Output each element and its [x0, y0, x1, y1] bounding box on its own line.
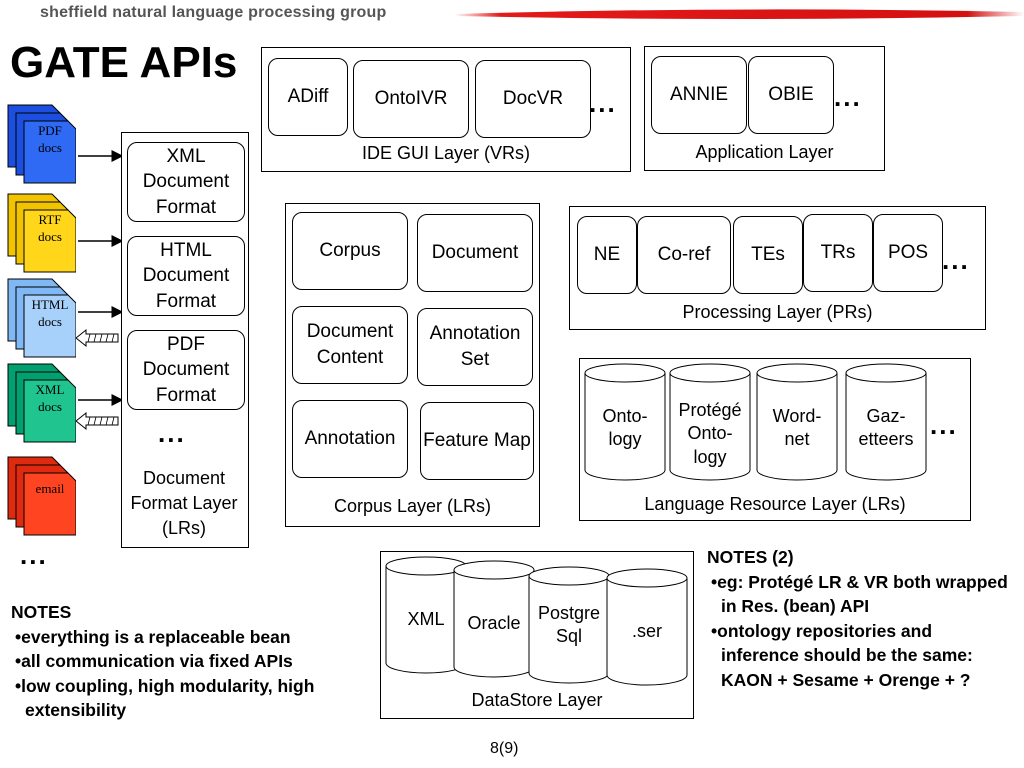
cylinder-label: .ser	[631, 621, 662, 641]
ide-adiff: ADiff	[268, 58, 348, 136]
lr-layer-label: Language Resource Layer (LRs)	[644, 494, 906, 514]
database-cylinder: Postgre Sql	[528, 566, 610, 684]
document-stack-icon	[7, 193, 77, 273]
notes-right-item: •eg: Protégé LR & VR both wrapped in Res…	[711, 571, 1008, 617]
notes-right: NOTES (2) •eg: Protégé LR & VR both wrap…	[707, 545, 1017, 692]
notes-right-heading: NOTES (2)	[707, 547, 794, 567]
database-cylinder: Gaz- etteers	[845, 363, 927, 481]
document-stack: RTF docs	[6, 192, 77, 279]
document-stack: email	[6, 455, 77, 542]
notes-right-item: •ontology repositories and inference sho…	[711, 620, 973, 690]
pr-ellipsis: ...	[942, 245, 970, 275]
notes-left-heading: NOTES	[11, 602, 72, 622]
document-stack-label: email	[35, 481, 65, 496]
document-stack: HTML docs	[6, 277, 77, 364]
ide-ellipsis: ...	[589, 88, 617, 118]
hatched-arrow-xml	[75, 411, 119, 431]
notes-left-item: •everything is a replaceable bean	[15, 626, 291, 647]
datastore-layer-label: DataStore Layer	[471, 690, 603, 710]
cylinder-shape	[385, 556, 467, 674]
database-cylinder: XML	[385, 556, 467, 674]
processing-layer-label: Processing Layer (PRs)	[682, 302, 873, 322]
format-xml: XML Document Format	[127, 142, 245, 222]
cylinder-label: Postgre Sql	[537, 603, 601, 647]
doc-arrows	[75, 150, 124, 431]
corpus-annotation-set: Annotation Set	[417, 308, 533, 386]
app-ellipsis: ...	[834, 82, 862, 112]
corpus-document: Document	[417, 214, 533, 292]
document-stack-icon	[7, 363, 77, 443]
doc-ellipsis: ...	[20, 540, 48, 570]
database-cylinder: .ser	[606, 568, 688, 686]
ide-ontoivr: OntoIVR	[353, 60, 469, 138]
cylinder-label: Oracle	[467, 613, 521, 633]
page-number: 8(9)	[490, 740, 519, 757]
corpus-layer-label: Corpus Layer (LRs)	[333, 496, 492, 516]
ide-docvr: DocVR	[475, 60, 591, 138]
cylinder-label: Protégé Onto- logy	[678, 400, 742, 467]
header-org: sheffield natural language processing gr…	[40, 4, 387, 21]
pr-coref: Co-ref	[637, 216, 731, 294]
document-stack-label: HTML docs	[31, 297, 69, 329]
cylinder-shape	[584, 363, 666, 481]
database-cylinder: Oracle	[453, 560, 535, 678]
ide-layer-label: IDE GUI Layer (VRs)	[361, 143, 531, 163]
cylinder-shape	[669, 363, 751, 481]
cylinder-shape	[606, 568, 688, 686]
corpus-corpus: Corpus	[292, 212, 408, 290]
cylinder-label: Onto- logy	[602, 406, 648, 450]
format-layer-label: Document Format Layer (LRs)	[130, 468, 238, 539]
cylinder-shape	[453, 560, 535, 678]
document-stack-label: RTF docs	[38, 212, 62, 244]
page-title: GATE APIs	[10, 38, 238, 87]
document-stack-label: PDF docs	[38, 123, 62, 155]
document-stack: PDF docs	[6, 103, 77, 190]
lr-ellipsis: ...	[930, 410, 958, 440]
cylinder-shape	[845, 363, 927, 481]
cylinder-shape	[528, 566, 610, 684]
database-cylinder: Word- net	[756, 363, 838, 481]
document-stack: XML docs	[6, 362, 77, 449]
pr-ne: NE	[577, 216, 637, 294]
app-annie: ANNIE	[651, 56, 747, 134]
corpus-feature-map: Feature Map	[420, 402, 534, 480]
database-cylinder: Onto- logy	[584, 363, 666, 481]
document-stack-icon	[7, 278, 77, 358]
format-html: HTML Document Format	[127, 236, 245, 316]
cylinder-shape	[756, 363, 838, 481]
document-stack-label: XML docs	[35, 382, 65, 414]
corpus-document-content: Document Content	[292, 306, 408, 384]
pr-pos: POS	[873, 214, 943, 292]
database-cylinder: Protégé Onto- logy	[669, 363, 751, 481]
notes-left: NOTES •everything is a replaceable bean …	[11, 600, 381, 723]
app-obie: OBIE	[748, 56, 834, 134]
cylinder-label: Word- net	[772, 406, 822, 450]
document-stack-icon	[7, 456, 77, 536]
document-stack-icon	[7, 104, 77, 184]
notes-left-item: •low coupling, high modularity, high ext…	[15, 675, 315, 721]
pr-trs: TRs	[803, 214, 873, 292]
pr-tes: TEs	[733, 216, 803, 294]
format-ellipsis: ...	[158, 418, 186, 448]
app-layer-label: Application Layer	[695, 142, 834, 162]
corpus-annotation: Annotation	[292, 400, 408, 478]
format-pdf: PDF Document Format	[127, 330, 245, 410]
cylinder-label: XML	[407, 609, 445, 629]
hatched-arrow-html	[75, 328, 119, 348]
header-swoosh	[455, 9, 1024, 19]
notes-left-item: •all communication via fixed APIs	[15, 651, 293, 671]
cylinder-label: Gaz- etteers	[858, 406, 914, 450]
